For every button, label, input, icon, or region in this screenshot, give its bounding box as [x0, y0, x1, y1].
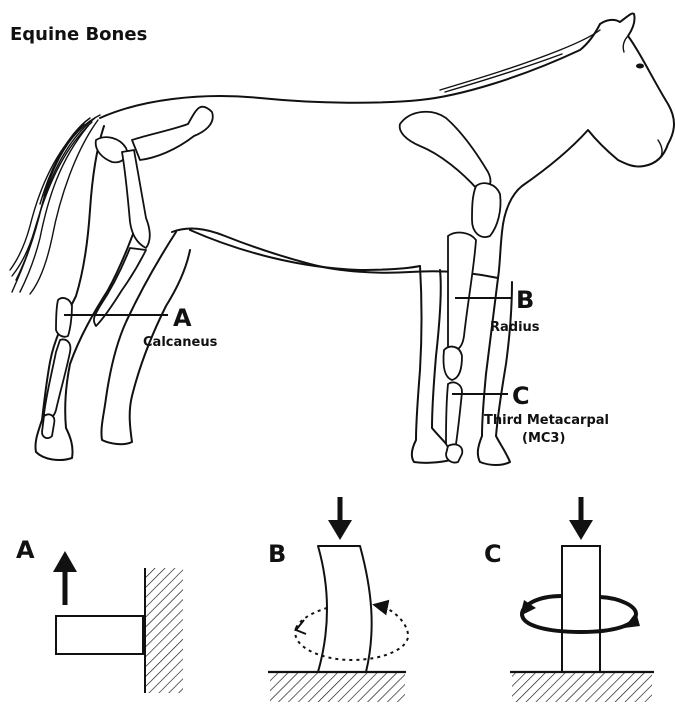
panel-a-cantilever: A: [16, 536, 183, 693]
callout-b-letter: B: [516, 286, 534, 314]
panel-a-letter: A: [16, 536, 35, 564]
panel-c-letter: C: [484, 540, 502, 568]
horse-body-outline: [100, 13, 674, 278]
ground-b: [270, 672, 405, 702]
down-arrow-icon: [328, 497, 352, 540]
cantilever-beam: [56, 616, 143, 654]
ground-c: [512, 672, 652, 702]
down-arrow-icon: [569, 497, 593, 540]
horse-illustration: [10, 13, 674, 465]
callout-a-name: Calcaneus: [143, 335, 218, 350]
figure-title: Equine Bones: [10, 24, 147, 45]
panel-b-letter: B: [268, 540, 286, 568]
callout-c-name-line2: (MC3): [522, 431, 565, 446]
panel-c-straight-bone: C: [484, 497, 654, 702]
callout-c-name-line1: Third Metacarpal: [484, 413, 609, 428]
curved-column: [318, 546, 372, 672]
straight-column: [562, 546, 600, 672]
callout-c: C Third Metacarpal (MC3): [452, 382, 609, 446]
callout-a-letter: A: [173, 304, 192, 332]
fixed-wall: [145, 568, 183, 693]
tail: [10, 115, 100, 294]
up-arrow-icon: [53, 551, 77, 605]
callout-b-name: Radius: [490, 320, 540, 335]
callout-c-letter: C: [512, 382, 530, 410]
fore-skeleton: [400, 112, 501, 463]
panel-b-curved-bone: B: [268, 497, 408, 702]
